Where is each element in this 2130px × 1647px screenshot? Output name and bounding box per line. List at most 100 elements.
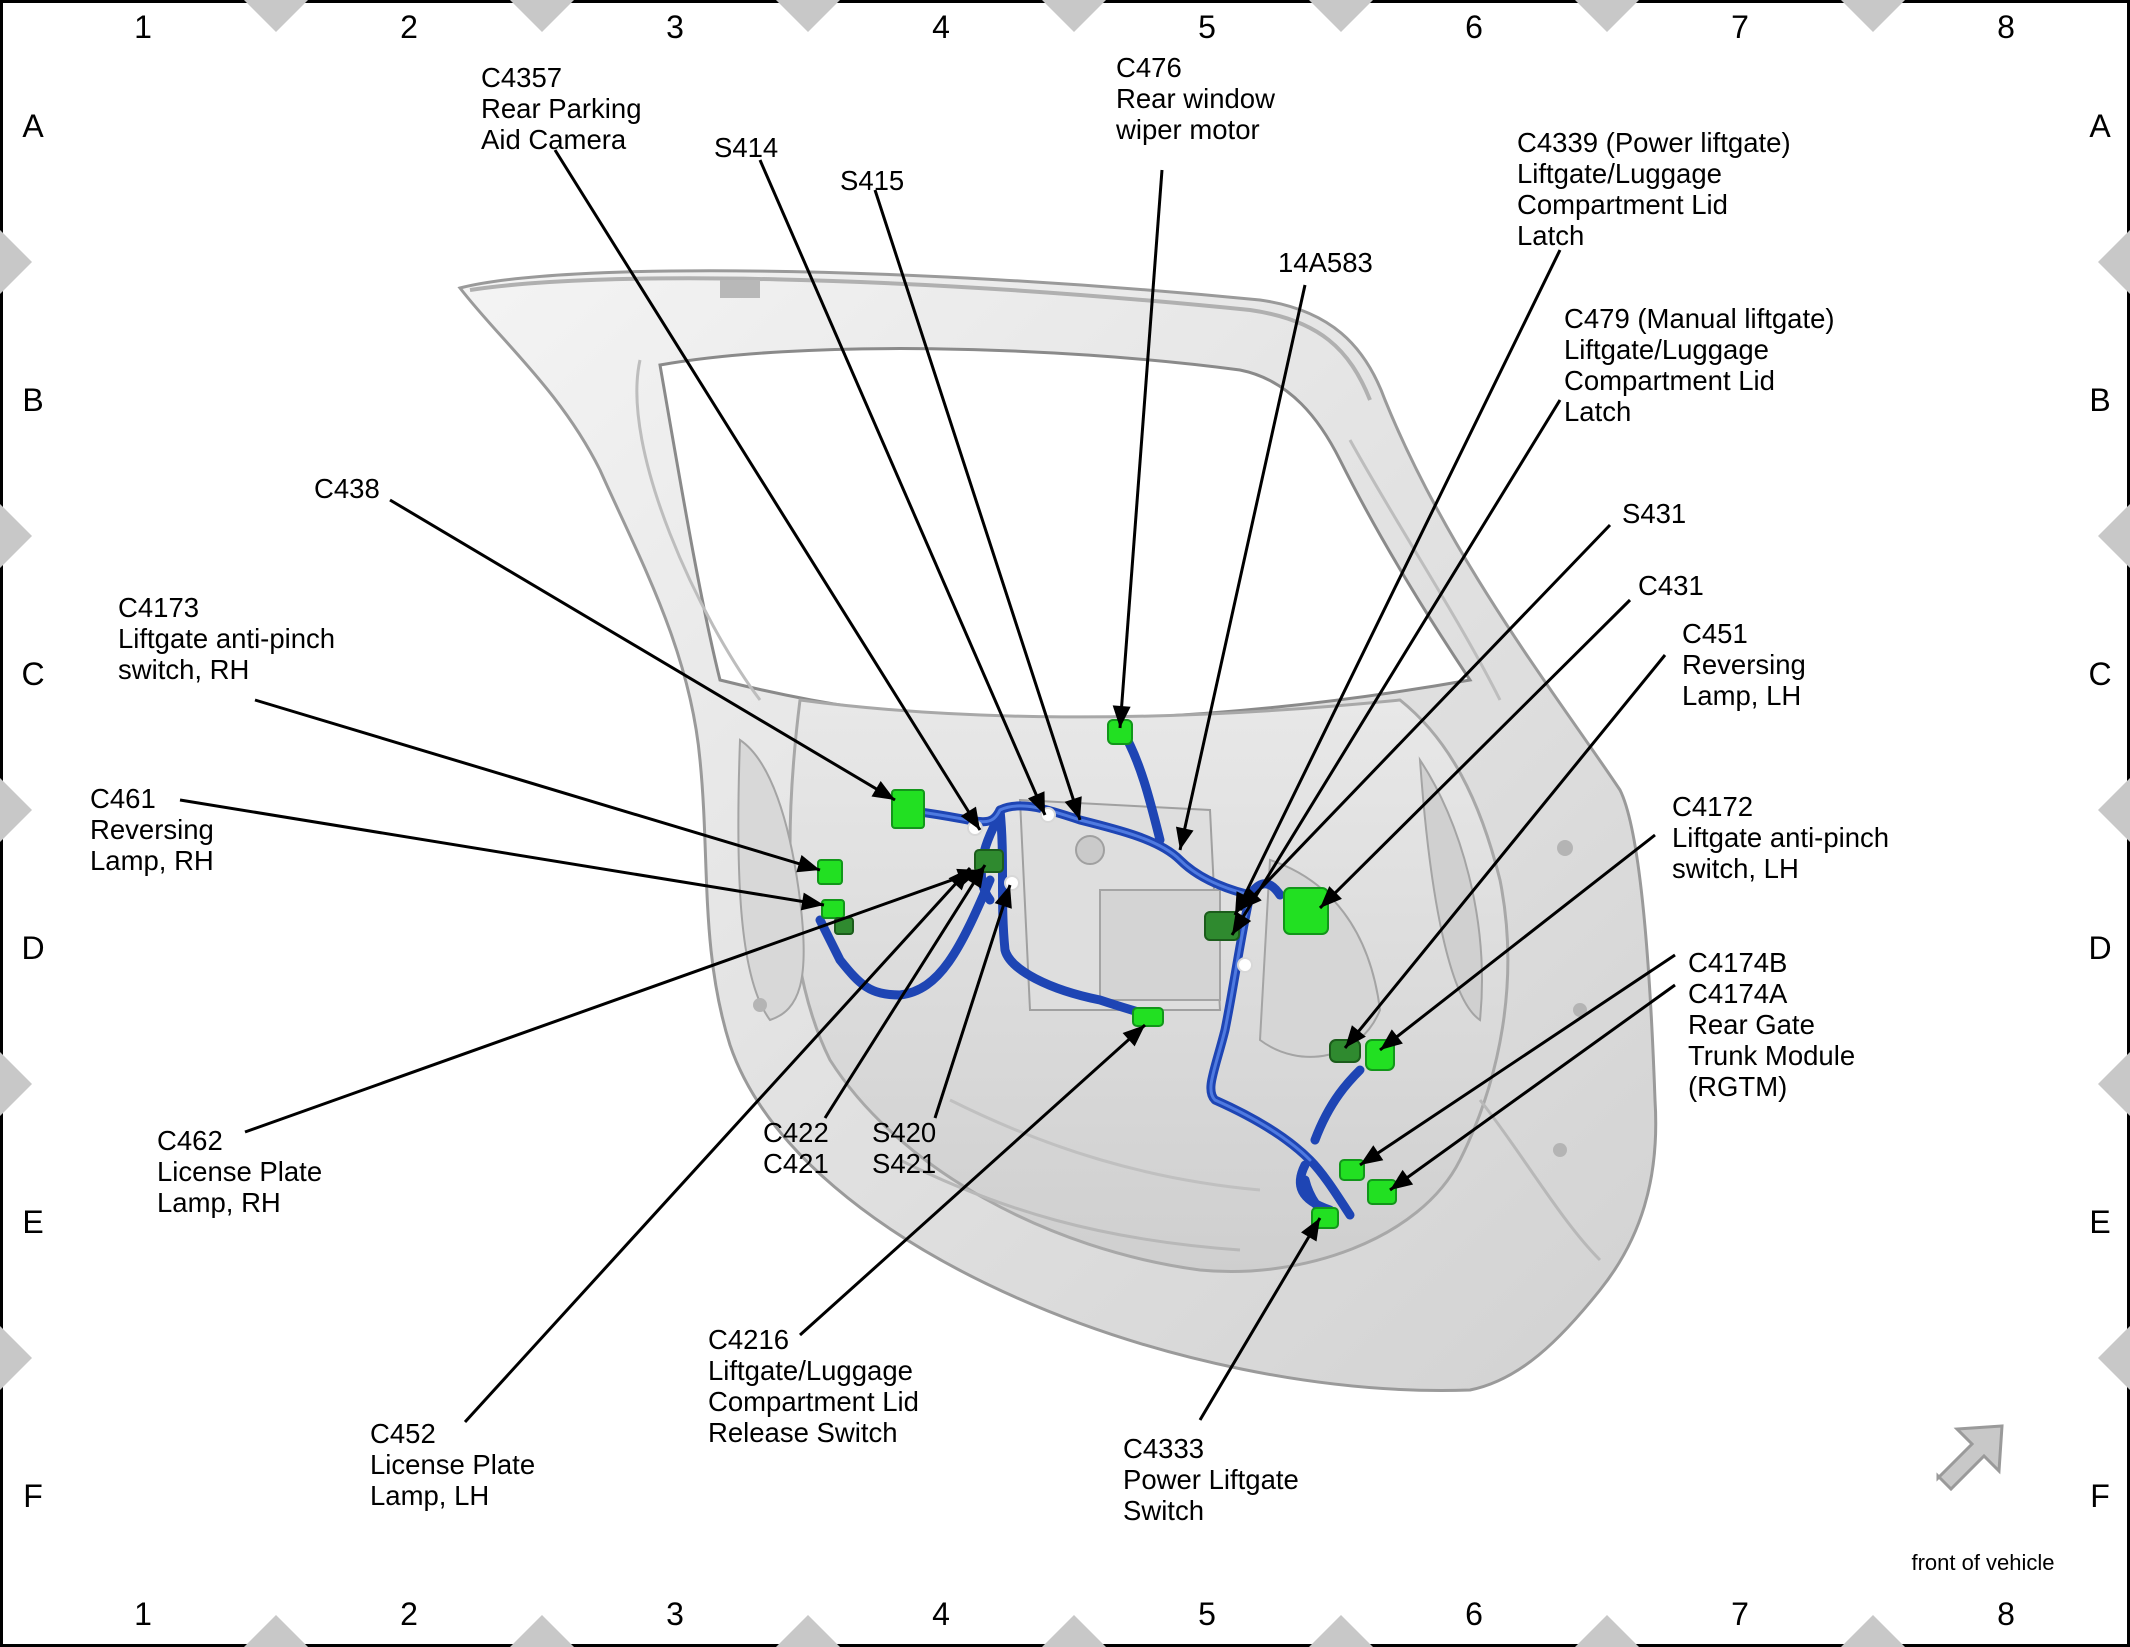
grid-row-label-left: B bbox=[22, 382, 43, 418]
callout-s431: S431 bbox=[1622, 498, 1686, 529]
callout-line: Reversing bbox=[90, 814, 214, 845]
leader-arrowhead bbox=[948, 868, 970, 891]
front-of-vehicle-indicator: front of vehicle bbox=[1911, 1424, 2055, 1575]
grid-column-label-top: 1 bbox=[134, 9, 152, 45]
frame-marker-left-0 bbox=[0, 230, 32, 294]
front-arrow-icon bbox=[1936, 1424, 2004, 1492]
callout-line: Latch bbox=[1564, 396, 1631, 427]
callout-line: C438 bbox=[314, 473, 380, 504]
callout-line: Rear window bbox=[1116, 83, 1275, 114]
callout-c431: C431 bbox=[1638, 570, 1704, 601]
grid-row-label-right: D bbox=[2088, 930, 2111, 966]
callout-line: C4216 bbox=[708, 1324, 789, 1355]
callout-line: wiper motor bbox=[1115, 114, 1260, 145]
leader-arrowhead bbox=[1380, 1029, 1403, 1050]
callout-line: Liftgate/Luggage bbox=[708, 1355, 913, 1386]
leader-arrowhead bbox=[994, 885, 1012, 909]
grid-row-label-right: B bbox=[2089, 382, 2110, 418]
frame-marker-right-2 bbox=[2098, 778, 2130, 842]
connector-c422 bbox=[974, 849, 1004, 873]
leader-arrowhead bbox=[1301, 1218, 1320, 1242]
callout-line: S415 bbox=[840, 165, 904, 196]
leader-arrowhead bbox=[960, 806, 980, 830]
leader-arrowhead bbox=[1122, 1025, 1145, 1047]
callout-line: S420 bbox=[872, 1117, 936, 1148]
connector-c431 bbox=[1283, 887, 1329, 935]
callout-line: S421 bbox=[872, 1148, 936, 1179]
frame-marker-bottom-0 bbox=[244, 1615, 308, 1647]
callout-line: C476 bbox=[1116, 52, 1182, 83]
callout-line: Aid Camera bbox=[481, 124, 627, 155]
callout-line: Lamp, LH bbox=[1682, 680, 1801, 711]
callout-line: 14A583 bbox=[1278, 247, 1373, 278]
frame-marker-left-4 bbox=[0, 1326, 32, 1390]
grid-column-label-top: 4 bbox=[932, 9, 950, 45]
grid-column-label-top: 2 bbox=[400, 9, 418, 45]
grid-row-label-right: E bbox=[2089, 1204, 2110, 1240]
grid-row-label-left: F bbox=[23, 1478, 43, 1514]
callout-line: Rear Gate bbox=[1688, 1009, 1815, 1040]
grid-column-label-bottom: 8 bbox=[1997, 1596, 2015, 1632]
callout-line: C479 (Manual liftgate) bbox=[1564, 303, 1835, 334]
callout-line: Switch bbox=[1123, 1495, 1204, 1526]
leader-arrowhead bbox=[1112, 705, 1131, 728]
frame-marker-left-1 bbox=[0, 504, 32, 568]
frame-marker-bottom-2 bbox=[776, 1615, 840, 1647]
callout-line: Liftgate anti-pinch bbox=[118, 623, 335, 654]
grid-column-label-bottom: 6 bbox=[1465, 1596, 1483, 1632]
frame-marker-top-2 bbox=[776, 0, 840, 32]
grid-column-label-bottom: 4 bbox=[932, 1596, 950, 1632]
grid-row-label-right: A bbox=[2089, 108, 2111, 144]
leader-arrowhead bbox=[1064, 796, 1082, 820]
grid-column-label-top: 8 bbox=[1997, 9, 2015, 45]
callout-s414: S414 bbox=[714, 132, 778, 163]
connector-c4174a bbox=[1367, 1179, 1397, 1205]
callout-line: Lamp, LH bbox=[370, 1480, 489, 1511]
callout-line: C4339 (Power liftgate) bbox=[1517, 127, 1791, 158]
grid-row-label-right: F bbox=[2090, 1478, 2110, 1514]
liftgate-panel bbox=[457, 269, 1658, 1392]
grid-row-label-left: C bbox=[21, 656, 44, 692]
frame-marker-top-3 bbox=[1042, 0, 1106, 32]
frame-marker-left-2 bbox=[0, 778, 32, 842]
callout-line: C452 bbox=[370, 1418, 436, 1449]
frame-marker-right-4 bbox=[2098, 1326, 2130, 1390]
callout-line: C4357 bbox=[481, 62, 562, 93]
callout-line: S431 bbox=[1622, 498, 1686, 529]
frame-marker-right-0 bbox=[2098, 230, 2130, 294]
connector-c4174b bbox=[1339, 1159, 1365, 1181]
frame-marker-bottom-5 bbox=[1575, 1615, 1639, 1647]
frame-marker-top-6 bbox=[1841, 0, 1905, 32]
callout-c438: C438 bbox=[314, 473, 380, 504]
callout-line: C4174B bbox=[1688, 947, 1787, 978]
callout-line: Compartment Lid bbox=[1564, 365, 1775, 396]
callout-line: Reversing bbox=[1682, 649, 1806, 680]
grid-column-label-bottom: 5 bbox=[1198, 1596, 1216, 1632]
leader-arrowheads bbox=[796, 705, 1414, 1242]
callout-line: Liftgate/Luggage bbox=[1517, 158, 1722, 189]
leader-arrowhead bbox=[796, 855, 820, 873]
callout-line: C4173 bbox=[118, 592, 199, 623]
frame-marker-top-5 bbox=[1575, 0, 1639, 32]
frame-marker-top-0 bbox=[244, 0, 308, 32]
callout-line: License Plate bbox=[157, 1156, 322, 1187]
grid-column-label-bottom: 7 bbox=[1731, 1596, 1749, 1632]
frame-marker-top-4 bbox=[1309, 0, 1373, 32]
grid-column-label-bottom: 3 bbox=[666, 1596, 684, 1632]
grid-column-label-top: 5 bbox=[1198, 9, 1216, 45]
frame-marker-bottom-4 bbox=[1309, 1615, 1373, 1647]
callout-line: License Plate bbox=[370, 1449, 535, 1480]
leader-arrowhead bbox=[1240, 887, 1262, 910]
leader-arrowhead bbox=[871, 781, 895, 800]
connector-c4173 bbox=[817, 859, 843, 885]
callout-line: switch, LH bbox=[1672, 853, 1799, 884]
grid-row-label-left: A bbox=[22, 108, 44, 144]
